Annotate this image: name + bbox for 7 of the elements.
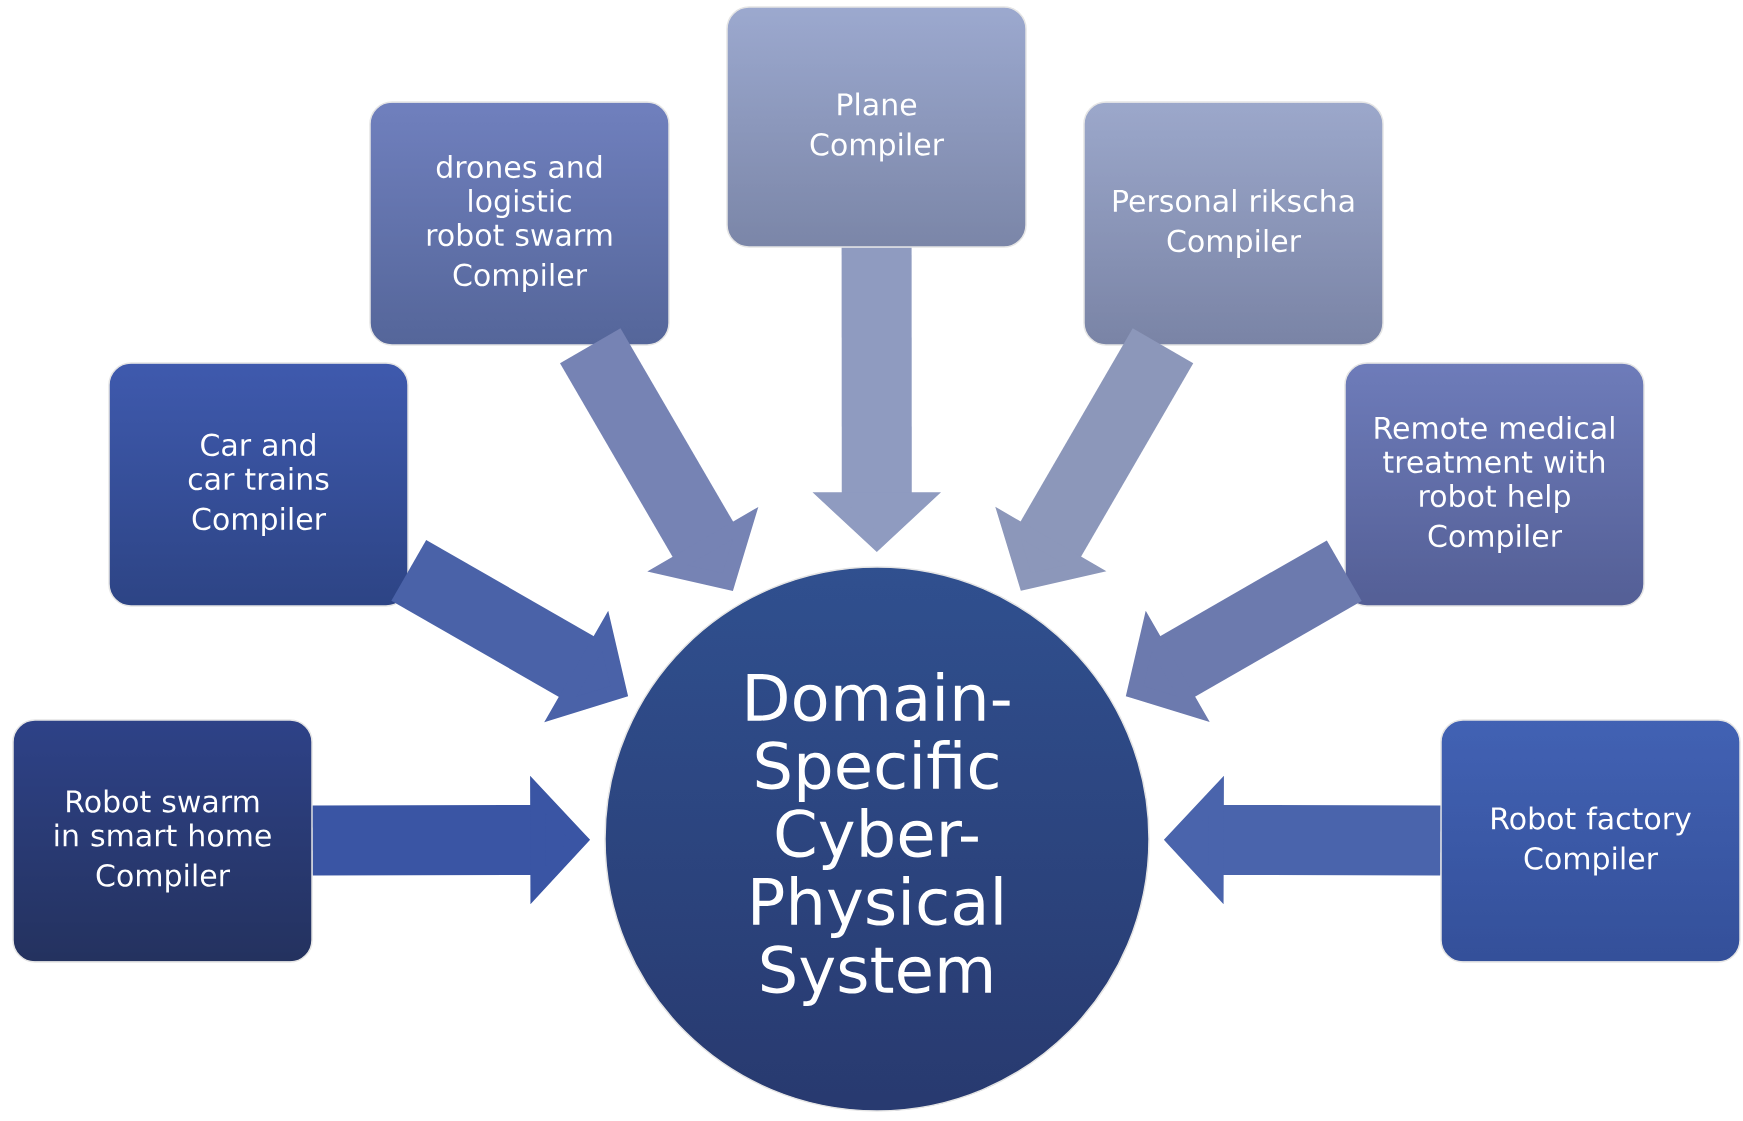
compiler-box: Car and car trains Compiler (108, 362, 409, 607)
compiler-box: drones and logistic robot swarm Compiler (369, 101, 670, 346)
compiler-box: Robot factory Compiler (1440, 719, 1741, 963)
compiler-box: Robot swarm in smart home Compiler (12, 719, 313, 963)
compiler-box: Personal rikscha Compiler (1083, 101, 1384, 346)
compiler-box: Remote medical treatment with robot help Compiler (1344, 362, 1645, 607)
compiler-box: Plane Compiler (726, 6, 1027, 248)
